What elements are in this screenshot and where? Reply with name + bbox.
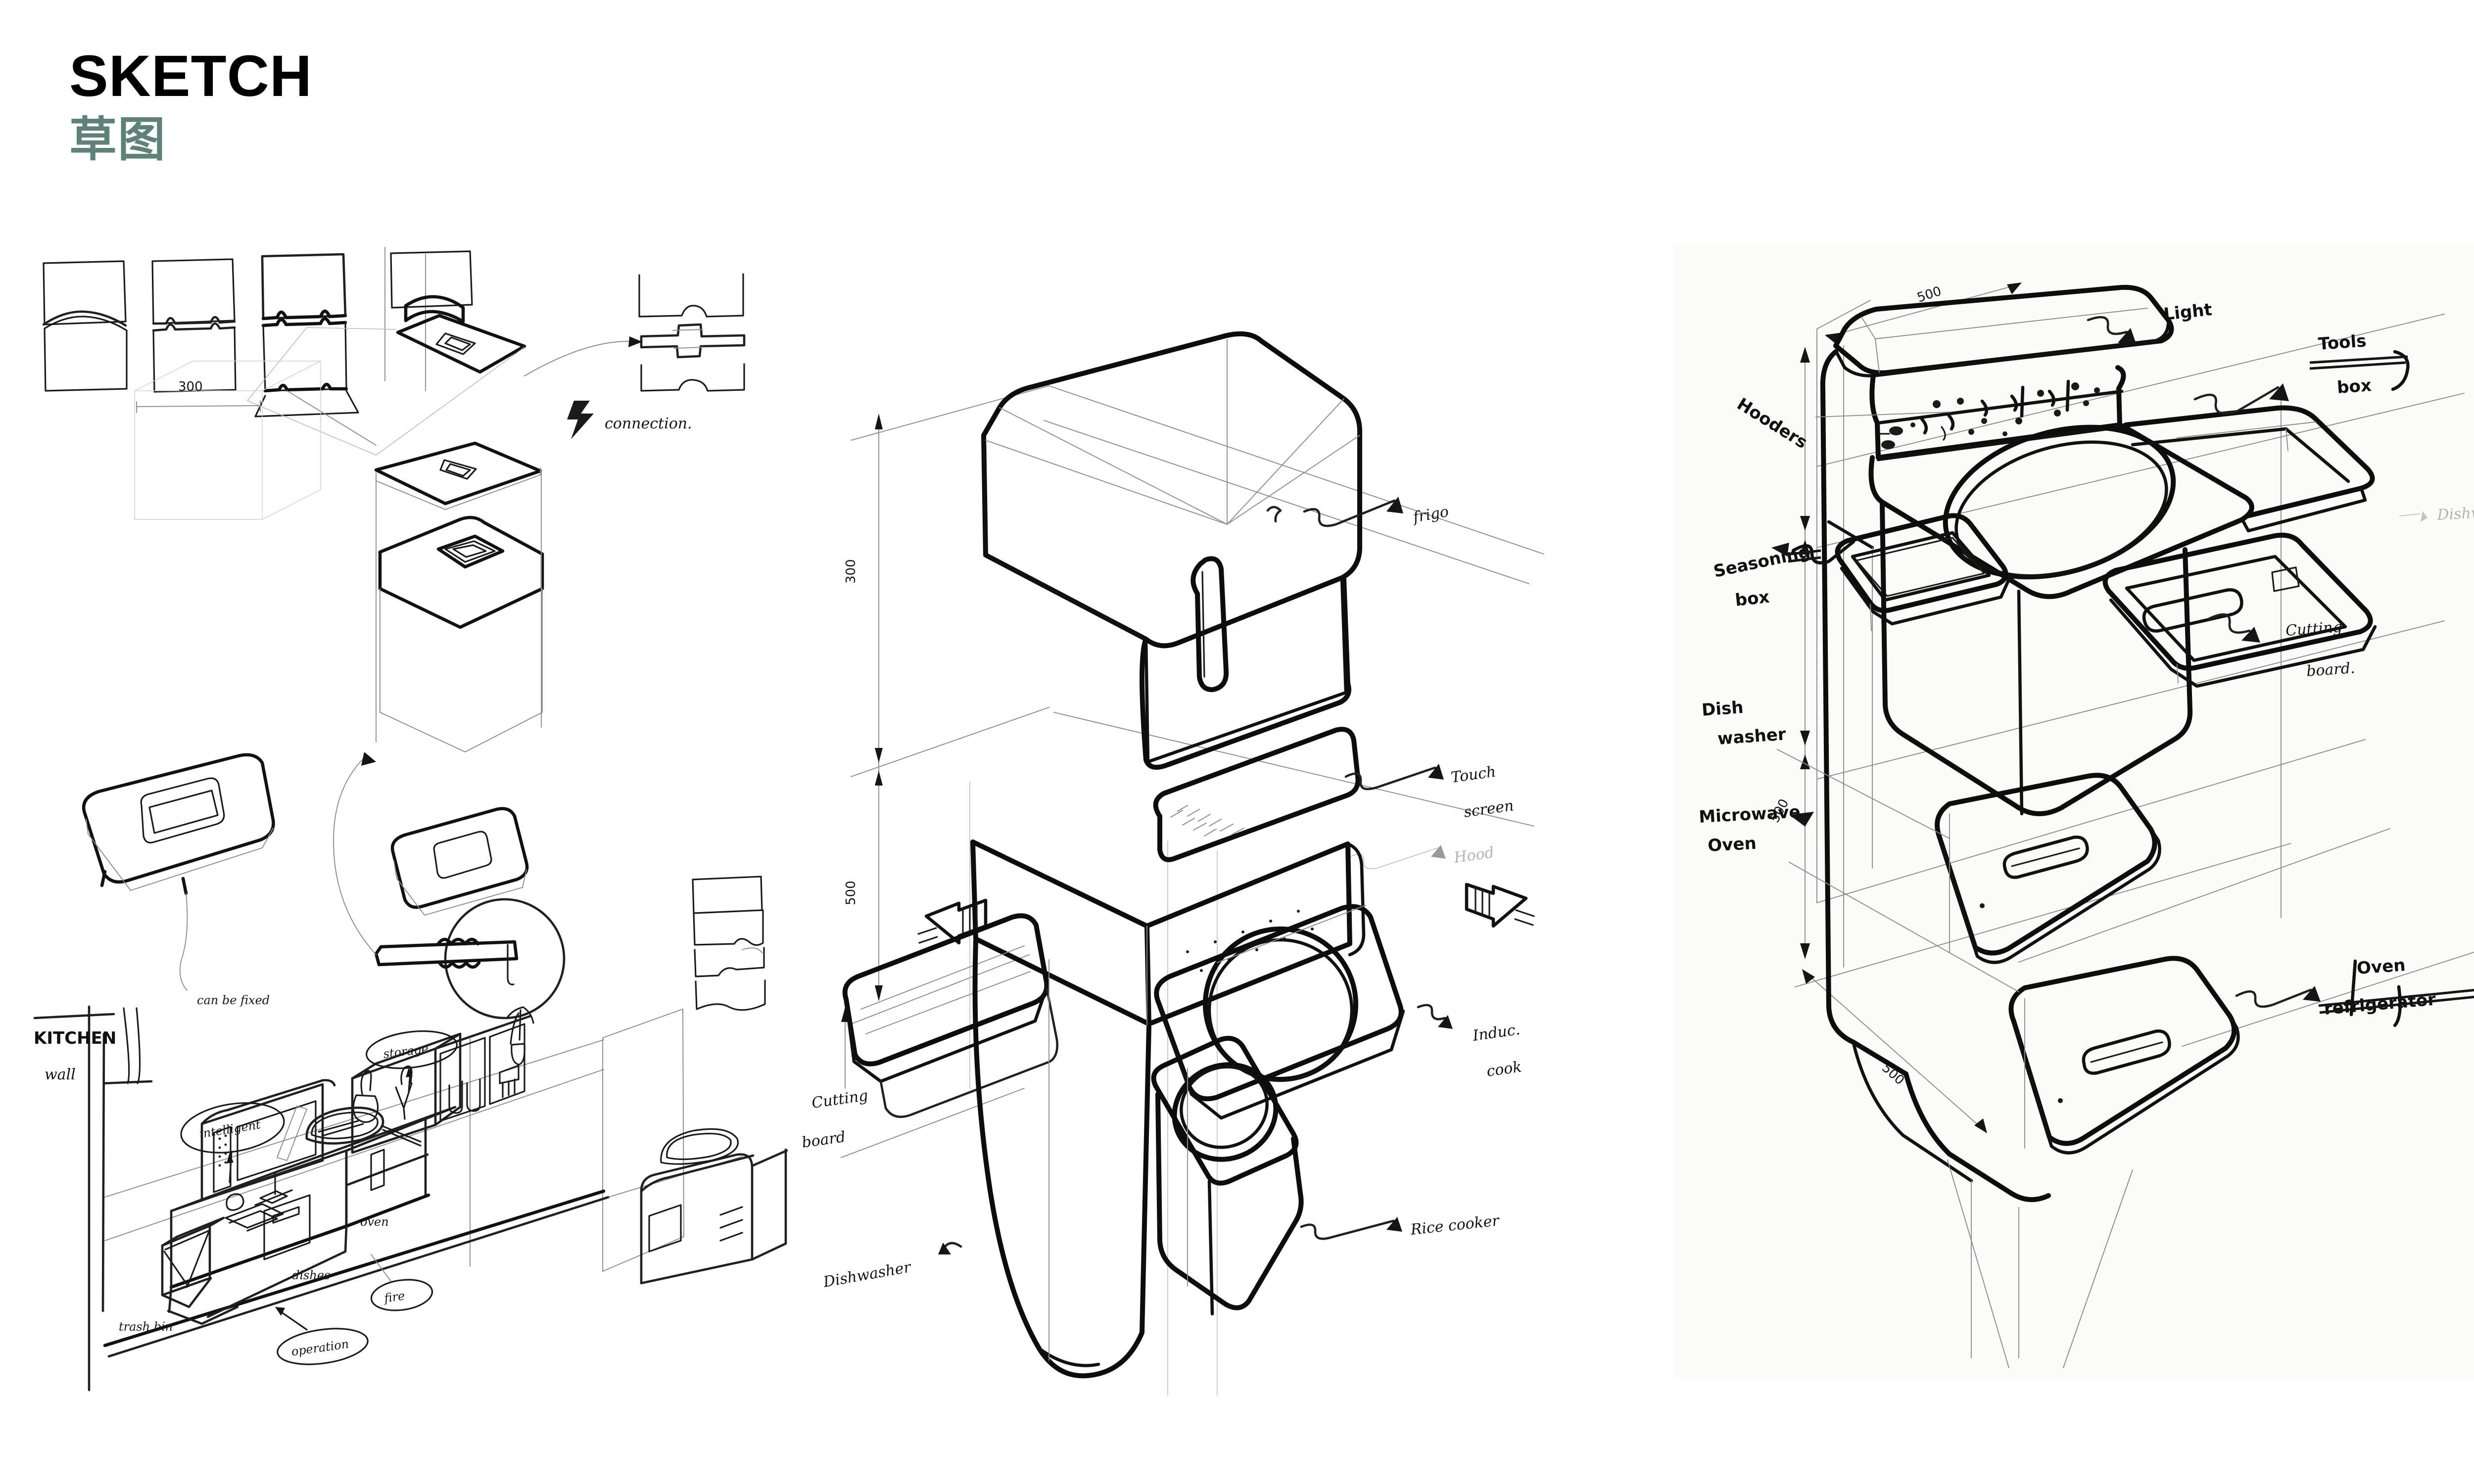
annotation-fire: fire <box>382 1289 406 1305</box>
annotation-touch: Touch <box>1450 763 1497 787</box>
annotation-storage: storage <box>382 1042 429 1061</box>
annotation-tools-box: box <box>2336 375 2372 398</box>
module-cutting-board-tray <box>842 913 1058 1118</box>
annotation-fire-group: fire <box>370 1254 433 1311</box>
annotation-operation: operation <box>290 1337 350 1359</box>
panel-exploded-module: 300 500 <box>792 317 1663 1400</box>
panel-full-unit: 500 500 500 <box>1672 245 2474 1378</box>
module-rice-cooker <box>1151 1036 1304 1316</box>
pullout-arrow-left <box>917 898 988 945</box>
panel-detail-studies: connection. 300 <box>30 242 802 1395</box>
joint-study-3 <box>254 253 377 446</box>
dimension-chain: 300 500 <box>841 414 883 1089</box>
module-cap-box <box>376 470 544 752</box>
annotation-oven: Oven <box>2356 955 2406 978</box>
annotation-board: board <box>801 1128 847 1152</box>
annotation-oven: oven <box>360 1215 389 1229</box>
annotation-wall: wall <box>45 1066 76 1083</box>
dimension-box-300: 300 <box>134 360 321 520</box>
annotation-cook: cook <box>1485 1058 1522 1080</box>
annotation-cutting-right: Cutting <box>2285 618 2343 640</box>
kitchen-scene: KITCHEN wall <box>33 1005 788 1391</box>
section-details-right <box>692 876 766 1011</box>
joint-study-2 <box>151 258 237 393</box>
annotation-board-right: board. <box>2306 659 2355 680</box>
appliance-coffee-machine <box>640 1128 788 1285</box>
annotation-microwave-oven: Oven <box>1707 834 1757 856</box>
module-lid-left: can be fixed <box>82 753 275 1007</box>
annotation-rice-cooker: Rice cooker <box>1409 1212 1501 1239</box>
joint-study-4 <box>247 247 526 456</box>
dimension-label-300-b: 300 <box>844 559 858 584</box>
joint-study-1 <box>42 260 128 392</box>
annotation-dishwasher: Dishwasher <box>821 1258 913 1291</box>
connector-detail-top <box>638 273 746 392</box>
annotation-kitchen: KITCHEN <box>34 1028 116 1048</box>
annotation-connection: connection. <box>605 415 692 432</box>
annotation-storage-group: storage <box>365 1030 458 1092</box>
annotation-operation-group: operation <box>275 1307 369 1365</box>
annotation-screen: screen <box>1463 797 1515 821</box>
appliance-counter-unit: trash bin dishes oven <box>119 1106 457 1334</box>
module-induction-tray <box>1154 904 1453 1120</box>
page-title-zh: 草图 <box>69 112 166 167</box>
dimension-label-300: 300 <box>178 379 203 394</box>
appliance-storage-shelves <box>351 1006 534 1154</box>
unit-main-body <box>1820 284 2377 1368</box>
page-title-en: SKETCH <box>69 44 313 109</box>
seasoning-strikethrough <box>1786 549 1821 563</box>
pegboard-hooks <box>1879 379 2100 449</box>
module-lower-column <box>972 938 1151 1379</box>
module-mid-body <box>970 839 1366 1028</box>
annotation-dishes: dishes <box>292 1268 330 1282</box>
page-title-block: SKETCH 草图 <box>69 47 312 167</box>
annotation-can-be-fixed: can be fixed <box>197 993 270 1007</box>
annotation-induction: Induc. <box>1471 1021 1521 1045</box>
annotation-tools: Tools <box>2318 331 2367 354</box>
dimension-top-500: 500 <box>1825 282 2022 344</box>
lightning-bolt-icon <box>567 401 594 439</box>
annotation-trash-bin: trash bin <box>119 1320 173 1334</box>
tools-strikethrough <box>2309 350 2410 391</box>
module-lid-mid <box>333 752 566 1020</box>
annotation-washer: washer <box>1717 724 1787 749</box>
annotation-cutting: Cutting <box>810 1087 869 1112</box>
annotation-seasoning-box: box <box>1734 587 1770 610</box>
annotation-hood: Hood <box>1452 844 1495 867</box>
module-fridge <box>981 331 1363 770</box>
dimension-label-500-b: 500 <box>844 881 858 905</box>
module-tray-mid <box>374 441 542 510</box>
pullout-arrow-right <box>1465 882 1535 928</box>
annotation-frigo: frigo <box>1411 503 1450 526</box>
annotation-dish: Dish <box>1701 697 1744 720</box>
